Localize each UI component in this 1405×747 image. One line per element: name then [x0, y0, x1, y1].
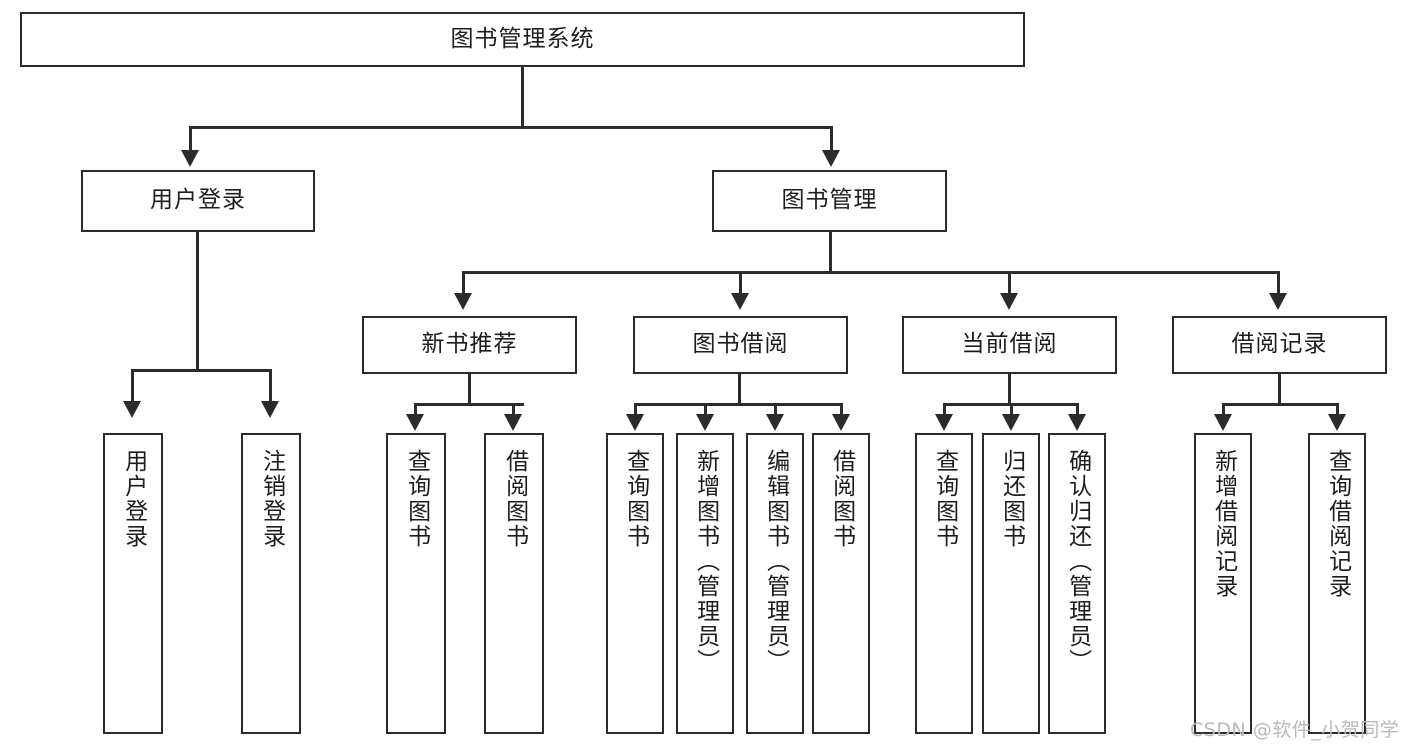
connector-book-management-bus	[463, 271, 1280, 274]
arrowhead-current-borrow	[1000, 293, 1018, 310]
connector-book-borrow-drop-1	[634, 403, 637, 417]
node-root-system[interactable]: 图书管理系统	[20, 12, 1025, 67]
arrowhead-leaf-query-book-1	[406, 414, 424, 431]
node-label: 当前借阅	[961, 331, 1058, 358]
leaf-query-book-1[interactable]: 查询图书	[386, 433, 446, 734]
leaf-label: 新增借阅记录	[1210, 449, 1237, 599]
node-user-login[interactable]: 用户登录	[81, 170, 315, 232]
connector-borrow-record-drop-2	[1336, 403, 1339, 417]
node-label: 新书推荐	[421, 331, 518, 358]
connector-to-new-book-recommend	[462, 271, 465, 297]
leaf-label: 确认归还（管理员）	[1064, 449, 1091, 674]
connector-book-borrow-drop-4	[840, 403, 843, 417]
node-label: 借阅记录	[1231, 331, 1328, 358]
node-new-book-recommend[interactable]: 新书推荐	[362, 316, 577, 374]
node-label: 图书管理	[781, 187, 878, 214]
leaf-query-book-2[interactable]: 查询图书	[606, 433, 664, 734]
leaf-label: 归还图书	[998, 449, 1025, 549]
leaf-label: 借阅图书	[828, 449, 855, 549]
arrowhead-leaf-user-logout	[261, 401, 279, 418]
arrowhead-borrow-record	[1269, 293, 1287, 310]
node-label: 图书管理系统	[450, 25, 595, 52]
arrowhead-leaf-edit-book	[766, 414, 784, 431]
node-book-management[interactable]: 图书管理	[712, 170, 947, 232]
leaf-borrow-book-1[interactable]: 借阅图书	[484, 433, 544, 734]
connector-new-book-drop-2	[512, 403, 515, 417]
connector-root-bus	[190, 126, 833, 129]
leaf-add-book[interactable]: 新增图书（管理员）	[676, 433, 734, 734]
arrowhead-leaf-user-login	[123, 401, 141, 418]
arrowhead-leaf-borrow-book-1	[504, 414, 522, 431]
leaf-label: 借阅图书	[501, 449, 528, 549]
connector-user-login-right-drop	[269, 369, 272, 404]
connector-borrow-record-bus	[1222, 403, 1338, 406]
arrowhead-leaf-query-book-3	[935, 414, 953, 431]
connector-borrow-record-drop-1	[1222, 403, 1225, 417]
connector-to-borrow-record	[1277, 271, 1280, 297]
arrowhead-leaf-add-record	[1214, 414, 1232, 431]
connector-book-borrow-stem	[738, 374, 741, 406]
node-borrow-record[interactable]: 借阅记录	[1172, 316, 1387, 374]
connector-to-book-borrow	[739, 271, 742, 297]
leaf-borrow-book-2[interactable]: 借阅图书	[812, 433, 870, 734]
connector-current-borrow-stem	[1008, 374, 1011, 406]
arrowhead-leaf-query-record	[1328, 414, 1346, 431]
watermark-text: CSDN @软件_小贺同学	[1190, 719, 1400, 741]
arrowhead-leaf-return-book	[1002, 414, 1020, 431]
arrowhead-leaf-add-book	[696, 414, 714, 431]
leaf-user-logout[interactable]: 注销登录	[241, 433, 301, 734]
arrowhead-book-borrow	[731, 293, 749, 310]
connector-current-borrow-drop-2	[1010, 403, 1013, 417]
leaf-query-record[interactable]: 查询借阅记录	[1308, 433, 1366, 734]
connector-book-management-stem	[829, 232, 832, 273]
leaf-label: 查询图书	[403, 449, 430, 549]
connector-user-login-bus	[131, 369, 272, 372]
leaf-label: 查询图书	[622, 449, 649, 549]
arrowhead-leaf-query-book-2	[626, 414, 644, 431]
connector-book-borrow-drop-2	[704, 403, 707, 417]
connector-root-to-user-login	[189, 126, 192, 154]
connector-current-borrow-drop-3	[1076, 403, 1079, 417]
arrowhead-book-management	[822, 150, 840, 167]
leaf-edit-book[interactable]: 编辑图书（管理员）	[746, 433, 804, 734]
node-current-borrow[interactable]: 当前借阅	[902, 316, 1117, 374]
node-label: 图书借阅	[692, 331, 789, 358]
connector-root-to-book-management	[830, 126, 833, 154]
connector-book-borrow-bus	[634, 403, 842, 406]
connector-new-book-bus	[414, 403, 524, 406]
connector-new-book-drop-1	[414, 403, 417, 417]
node-label: 用户登录	[150, 187, 246, 214]
leaf-label: 编辑图书（管理员）	[762, 449, 789, 674]
connector-borrow-record-stem	[1278, 374, 1281, 406]
arrowhead-leaf-confirm-return	[1068, 414, 1086, 431]
connector-user-login-left-drop	[131, 369, 134, 404]
connector-new-book-stem	[468, 374, 471, 406]
arrowhead-user-login	[181, 150, 199, 167]
leaf-query-book-3[interactable]: 查询图书	[915, 433, 973, 734]
node-book-borrow[interactable]: 图书借阅	[633, 316, 848, 374]
leaf-label: 用户登录	[120, 449, 147, 549]
leaf-label: 新增图书（管理员）	[692, 449, 719, 674]
leaf-user-login[interactable]: 用户登录	[103, 433, 163, 734]
connector-to-current-borrow	[1008, 271, 1011, 297]
connector-current-borrow-drop-1	[943, 403, 946, 417]
connector-book-borrow-drop-3	[774, 403, 777, 417]
leaf-return-book[interactable]: 归还图书	[982, 433, 1040, 734]
leaf-label: 查询图书	[931, 449, 958, 549]
leaf-add-record[interactable]: 新增借阅记录	[1194, 433, 1252, 734]
connector-user-login-stem	[196, 232, 199, 372]
arrowhead-leaf-borrow-book-2	[832, 414, 850, 431]
connector-root-stem	[521, 67, 524, 128]
leaf-confirm-return[interactable]: 确认归还（管理员）	[1048, 433, 1106, 734]
leaf-label: 注销登录	[258, 449, 285, 549]
leaf-label: 查询借阅记录	[1324, 449, 1351, 599]
arrowhead-new-book-recommend	[454, 293, 472, 310]
